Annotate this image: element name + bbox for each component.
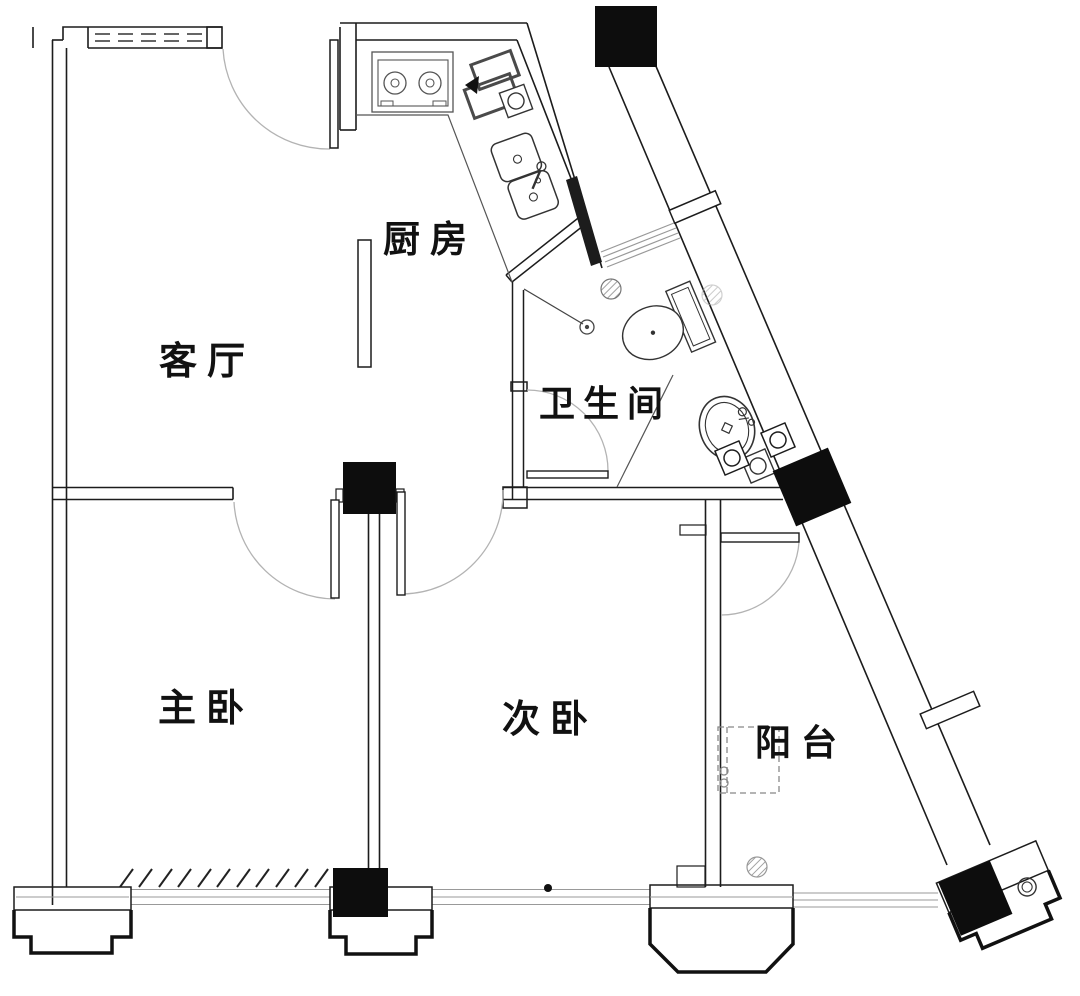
wall-living-master (52, 486, 234, 501)
kitchen-double-sink-icon (490, 132, 560, 220)
wall-master-second-divider (367, 514, 381, 868)
floor-drain-icon (740, 448, 776, 484)
bay-window-bottom-right (935, 839, 1063, 951)
survey-dot (544, 884, 552, 892)
second-bedroom-door (396, 489, 504, 596)
washing-machine-icon (717, 726, 780, 794)
shower-icon (523, 288, 595, 335)
wall-second-balcony-divider (676, 500, 722, 888)
master-bedroom-door-leaf (330, 499, 340, 599)
wall-bathroom-left (502, 282, 528, 509)
second-bedroom-door-leaf (396, 491, 406, 596)
column-bottom-center (333, 868, 388, 917)
wall-kitchen-top (339, 22, 527, 131)
stove-icon (371, 51, 454, 113)
bathroom-door (526, 389, 609, 479)
bay-window-balcony (648, 884, 795, 974)
vent-pipe-icon (701, 284, 723, 306)
bathroom-sink-icon (698, 395, 756, 461)
entrance-door (222, 39, 339, 150)
strip-stub-upper (668, 189, 722, 225)
column-bottom-right (938, 860, 1013, 936)
wall-left (32, 27, 68, 905)
master-bedroom-door (233, 499, 340, 600)
column-top-right (595, 6, 657, 67)
window-bottom-lines (16, 888, 938, 908)
balcony-door-leaf (720, 532, 800, 543)
bathroom-window-band (600, 222, 681, 268)
small-appliance-icon (498, 83, 534, 119)
wall-kitchen-diagonal (516, 22, 603, 269)
wall-bathroom-northwest (505, 214, 589, 283)
room-label-living-room: 客厅 (159, 340, 255, 383)
half-wall-kitchen (357, 239, 372, 368)
room-label-bathroom: 卫生间 (539, 383, 671, 424)
floor-drain-icon (746, 856, 768, 878)
pipe-box (759, 421, 797, 459)
kitchen-counter (356, 114, 513, 283)
room-label-second-bedroom: 次卧 (502, 699, 598, 741)
window-top-left (62, 26, 223, 49)
bay-window-bottom-left (12, 886, 133, 955)
toilet-icon (621, 280, 717, 361)
column-middle-right (772, 447, 852, 527)
bathroom-counter (616, 374, 674, 488)
balcony-door (720, 532, 800, 616)
bathroom-door-leaf (526, 470, 609, 479)
column-center (343, 462, 396, 514)
strip-stub-lower (919, 690, 981, 730)
entrance-door-leaf (329, 39, 339, 149)
room-label-kitchen: 厨房 (383, 219, 477, 260)
vent-pipe-icon (600, 278, 622, 300)
opening-hatch-ticks (119, 868, 329, 888)
room-label-balcony: 阳台 (755, 722, 847, 763)
wall-bathroom-bottom (503, 486, 783, 501)
pipe-box (713, 439, 751, 477)
room-label-master-bedroom: 主卧 (158, 688, 254, 730)
